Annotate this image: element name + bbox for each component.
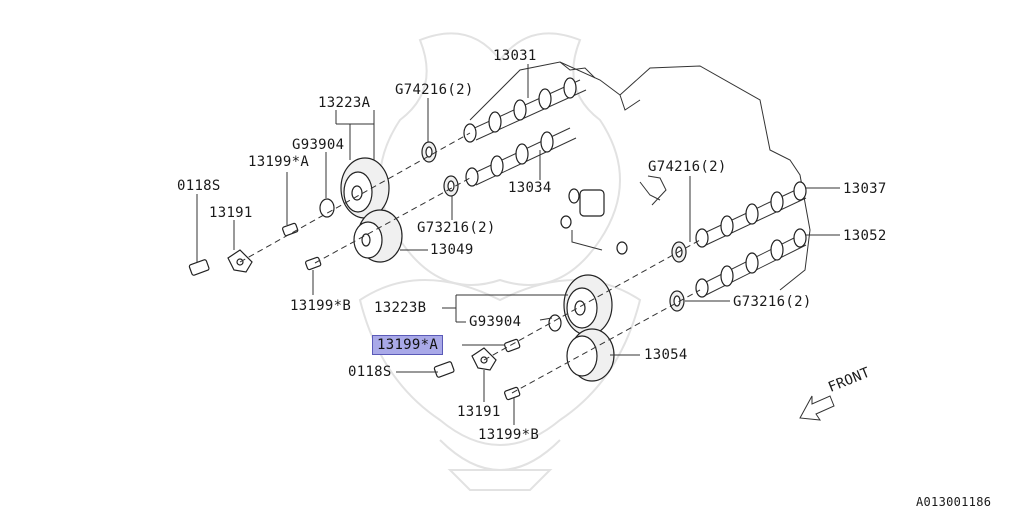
camshaft-13034 [465, 127, 577, 187]
label-13223A[interactable]: 13223A [318, 95, 371, 111]
label-G93904-top[interactable]: G93904 [292, 137, 345, 153]
sprocket-13049 [353, 209, 403, 263]
label-G73216-top[interactable]: G73216(2) [417, 220, 496, 236]
sprocket-13054 [566, 328, 615, 382]
sprocket-13223B [563, 274, 613, 336]
label-13034[interactable]: 13034 [508, 180, 552, 196]
label-G74216-top[interactable]: G74216(2) [395, 82, 474, 98]
label-13049[interactable]: 13049 [430, 242, 474, 258]
center-parts [560, 175, 667, 255]
diagram-id: A013001186 [916, 495, 992, 509]
camshaft-13037 [695, 181, 807, 248]
o-ring-top [319, 198, 335, 218]
camshaft-13052 [695, 228, 807, 298]
label-0118S-bottom[interactable]: 0118S [348, 364, 392, 380]
label-13031[interactable]: 13031 [493, 48, 537, 64]
sprocket-13223A [340, 157, 390, 219]
label-13191-top[interactable]: 13191 [209, 205, 253, 221]
camshaft-13031 [463, 77, 587, 143]
label-13223B[interactable]: 13223B [374, 300, 427, 316]
bolts-upper [188, 222, 322, 276]
label-13199A-top[interactable]: 13199*A [248, 154, 310, 170]
leader-lines [196, 64, 840, 425]
label-13199B-top[interactable]: 13199*B [290, 298, 352, 314]
label-13199B-bottom[interactable]: 13199*B [478, 427, 540, 443]
front-arrow-icon [799, 395, 835, 421]
label-13052[interactable]: 13052 [843, 228, 887, 244]
o-ring-bottom [548, 314, 562, 332]
label-G74216-right[interactable]: G74216(2) [648, 159, 727, 175]
label-G73216-right[interactable]: G73216(2) [733, 294, 812, 310]
label-13037[interactable]: 13037 [843, 181, 887, 197]
label-13191-bottom[interactable]: 13191 [457, 404, 501, 420]
assembly-axes [239, 132, 701, 394]
bolts-lower [433, 338, 521, 401]
label-0118S-top[interactable]: 0118S [177, 178, 221, 194]
label-G93904-bottom[interactable]: G93904 [469, 314, 522, 330]
cylinder-head-outline [469, 61, 811, 291]
label-13199A-bottom-highlighted[interactable]: 13199*A [372, 335, 444, 355]
watermark-emblem [358, 32, 642, 491]
label-13054[interactable]: 13054 [644, 347, 688, 363]
